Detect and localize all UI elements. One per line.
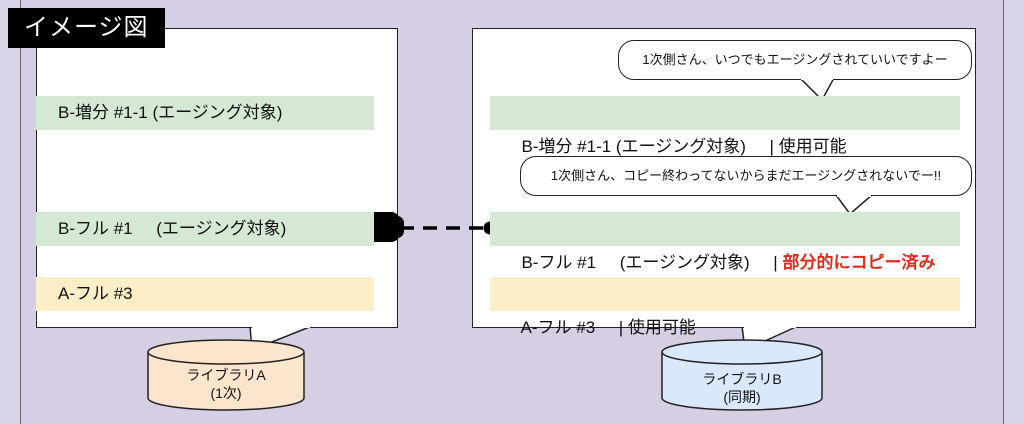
library-a-label: ライブラリA (1次) <box>148 366 304 402</box>
library-b-name: ライブラリB <box>702 371 782 387</box>
partial-copied-status: 部分的にコピー済み <box>782 253 936 272</box>
right-row-incremental: B-増分 #1-1 (エージング対象) | 使用可能 <box>490 96 960 156</box>
right-row-full-b-text: B-フル #1 (エージング対象) | <box>521 253 783 272</box>
right-row-full-a-text: A-フル #3 | 使用可能 <box>520 318 696 337</box>
right-row-full-b: B-フル #1 (エージング対象) | 部分的にコピー済み <box>490 212 960 272</box>
left-row-full-a: A-フル #3 <box>36 277 374 311</box>
library-a-name: ライブラリA <box>186 367 266 383</box>
right-row-incremental-text: B-増分 #1-1 (エージング対象) | 使用可能 <box>521 137 847 156</box>
page-title: イメージ図 <box>8 8 165 48</box>
library-a-cylinder <box>147 339 305 411</box>
speech-bubble-top: 1次側さん、いつでもエージングされていいですよー <box>618 40 972 80</box>
right-row-full-a: A-フル #3 | 使用可能 <box>490 277 960 337</box>
left-row-full-b: B-フル #1 (エージング対象) <box>36 212 374 246</box>
library-b-label: ライブラリB (同期) <box>662 370 822 406</box>
speech-bubble-middle: 1次側さん、コピー終わってないからまだエージングされないでー!! <box>520 156 972 196</box>
library-b-type: (同期) <box>723 389 761 405</box>
left-row-incremental: B-増分 #1-1 (エージング対象) <box>36 96 374 130</box>
library-b-cylinder <box>661 339 823 411</box>
library-a-type: (1次) <box>210 385 242 401</box>
